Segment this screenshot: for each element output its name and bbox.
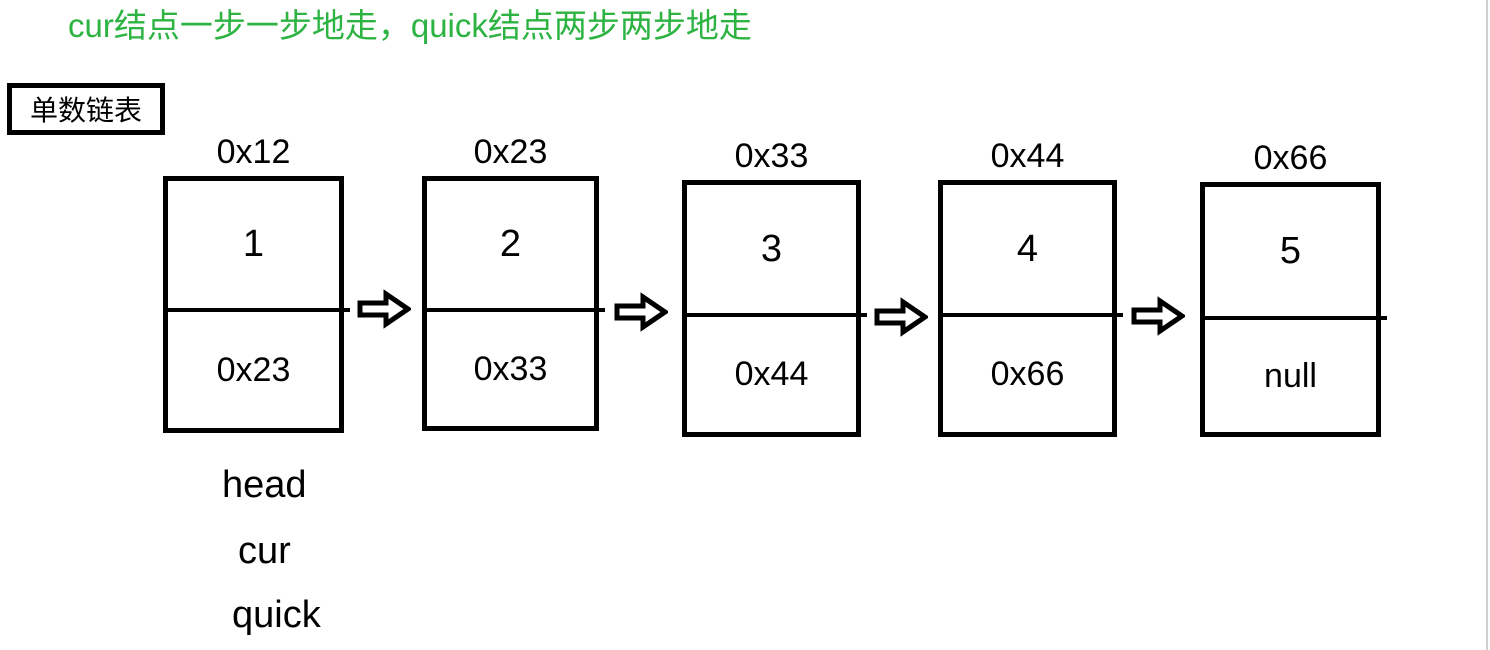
node-value: 3 xyxy=(760,227,783,270)
node-next-pointer: 0x66 xyxy=(990,355,1065,393)
node-box: 5 null xyxy=(1200,182,1387,437)
list-type-label-box: 单数链表 xyxy=(7,83,165,135)
node-next-pointer: 0x23 xyxy=(216,350,291,389)
next-arrow-icon xyxy=(614,292,668,332)
page-boundary-line xyxy=(1486,0,1488,650)
node-value: 4 xyxy=(1016,227,1039,270)
node-address: 0x66 xyxy=(1253,139,1328,177)
next-arrow-icon xyxy=(874,297,928,337)
node-address: 0x44 xyxy=(990,137,1065,175)
node-address: 0x12 xyxy=(216,133,291,171)
node-next-pointer: 0x44 xyxy=(734,355,809,393)
pointer-label-head: head xyxy=(222,464,307,506)
next-arrow-icon xyxy=(1131,296,1185,336)
node-address: 0x23 xyxy=(473,133,548,171)
node-value: 1 xyxy=(242,223,265,265)
node-divider-line xyxy=(682,313,867,317)
node-value: 5 xyxy=(1279,230,1302,272)
node-divider-line xyxy=(422,308,605,312)
pointer-label-quick: quick xyxy=(232,594,321,636)
node-value: 2 xyxy=(499,223,522,265)
node-box: 4 0x66 xyxy=(938,180,1123,437)
node-next-pointer: 0x33 xyxy=(473,349,548,388)
list-type-label: 单数链表 xyxy=(29,95,142,126)
node-divider-line xyxy=(1200,316,1387,320)
node-divider-line xyxy=(938,313,1123,317)
node-next-pointer: null xyxy=(1264,356,1317,395)
node-address: 0x33 xyxy=(734,137,809,175)
node-divider-line xyxy=(163,308,350,312)
page-title: cur结点一步一步地走，quick结点两步两步地走 xyxy=(68,7,752,44)
node-box: 1 0x23 xyxy=(163,176,350,433)
next-arrow-icon xyxy=(357,289,411,329)
node-box: 3 0x44 xyxy=(682,180,867,437)
node-box: 2 0x33 xyxy=(422,176,605,431)
pointer-label-cur: cur xyxy=(238,530,291,572)
